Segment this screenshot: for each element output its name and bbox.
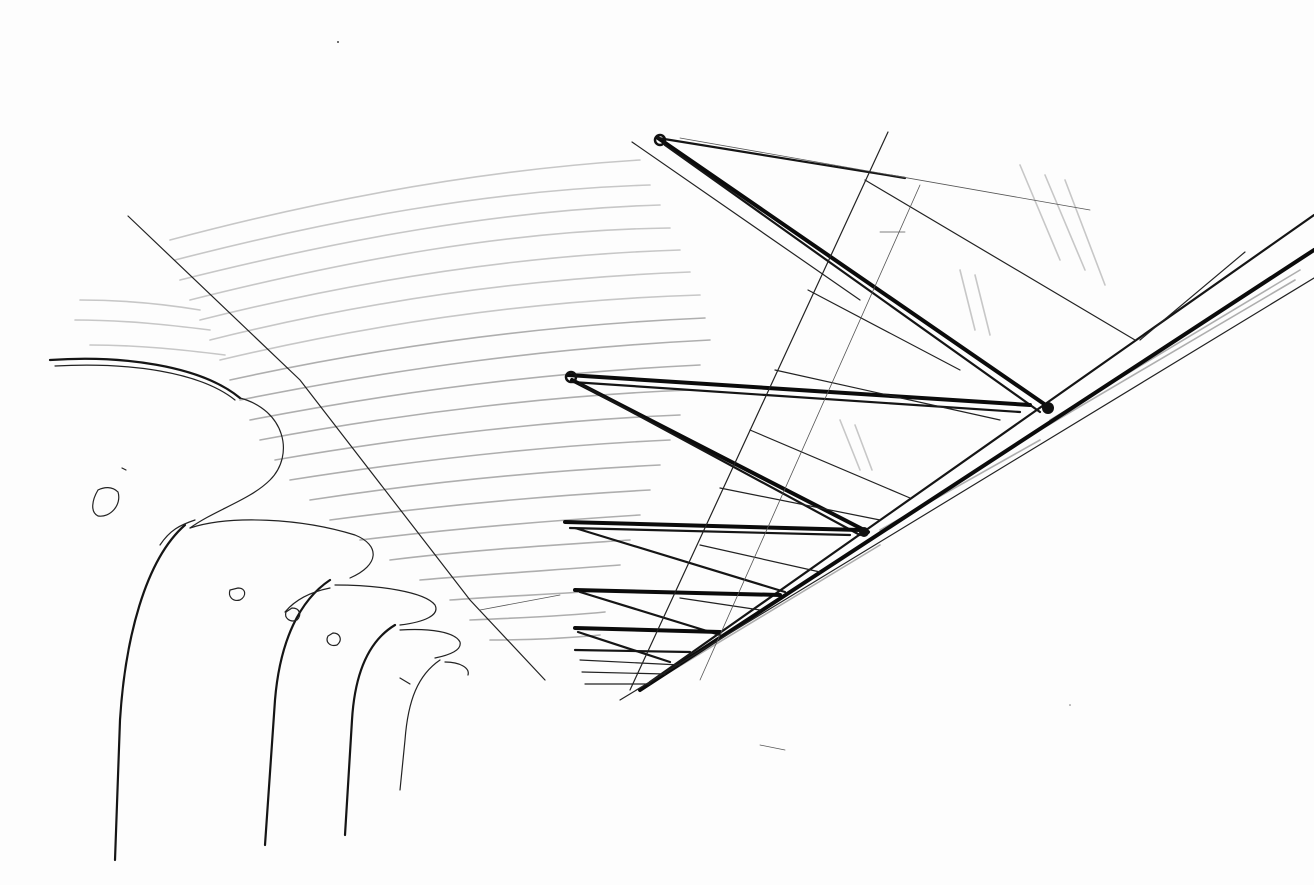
column-2: [263, 578, 332, 847]
main-beam: [619, 213, 1314, 701]
truss-joint: [653, 133, 667, 147]
stray-marks: [337, 41, 1071, 751]
truss-joint: [1042, 402, 1054, 414]
column-4: [399, 659, 441, 791]
ceiling-shading: [74, 159, 1301, 691]
roof-truss: [563, 131, 1136, 691]
column-group: [48, 357, 469, 862]
column-1: [113, 523, 187, 862]
truss-joint: [564, 370, 578, 384]
column-3: [343, 623, 397, 837]
wall-edge: [127, 215, 561, 681]
truss-joint: [859, 527, 869, 537]
